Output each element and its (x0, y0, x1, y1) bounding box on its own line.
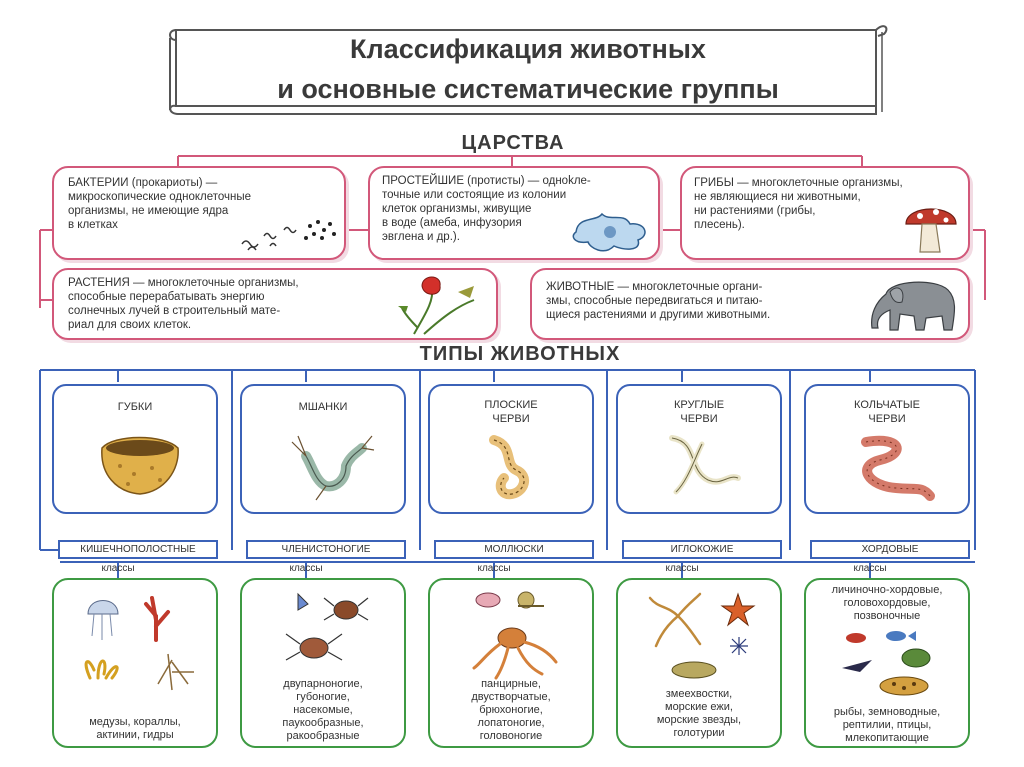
phylum-tab-molluscs: МОЛЛЮСКИ (434, 540, 594, 559)
flatworm-illustration (474, 430, 554, 510)
class-text-line: млекопитающие (806, 732, 968, 745)
class-text-line: личиночно-хордовые, (806, 584, 968, 597)
type-label: ЧЕРВИ (806, 412, 968, 426)
protists-text-line: ПРОСТЕЙШИЕ (протисты) — одноkле- (382, 174, 591, 188)
class-text-line: губоногие, (242, 691, 404, 704)
class-box-arthropods: двупарноногие, губоногие, насекомые, пау… (240, 578, 406, 748)
class-text-line: морские звезды, (618, 714, 780, 727)
class-box-chordates: личиночно-хордовые, головохордовые, позв… (804, 578, 970, 748)
type-box-sponges: ГУБКИ (52, 384, 218, 514)
phylum-tab-cnidarians: КИШЕЧНОПОЛОСТНЫЕ (58, 540, 218, 559)
classes-label: классы (840, 563, 900, 574)
molluscs-illustration (460, 584, 570, 684)
type-box-bryozoans: МШАНКИ (240, 384, 406, 514)
class-text-line: рептилии, птицы, (806, 719, 968, 732)
roundworm-illustration (658, 430, 748, 506)
plants-text-line: солнечных лучей в строительный мате- (68, 304, 299, 318)
bacteria-text-line: организмы, не имеющие ядра (68, 204, 251, 218)
classes-label: классы (88, 563, 148, 574)
classes-label: классы (276, 563, 336, 574)
class-box-molluscs: панцирные, двустворчатые, брюхоногие, ло… (428, 578, 594, 748)
plants-text-line: способные перерабатывать энергию (68, 290, 299, 304)
cnidarians-illustration (72, 590, 202, 700)
kingdom-box-protists: ПРОСТЕЙШИЕ (протисты) — одноkле- точные … (368, 166, 660, 260)
classes-label: классы (652, 563, 712, 574)
protists-text-line: в воде (амеба, инфузория (382, 216, 591, 230)
arthropods-illustration (278, 584, 378, 674)
type-label: ЧЕРВИ (430, 412, 592, 426)
animals-text-line: змы, способные передвигаться и питаю- (546, 294, 770, 308)
class-text-line: двустворчатые, (430, 691, 592, 704)
class-box-echinoderms: змеехвостки, морские ежи, морские звезды… (616, 578, 782, 748)
type-box-annelids: КОЛЬЧАТЫЕ ЧЕРВИ (804, 384, 970, 514)
type-box-flatworms: ПЛОСКИЕ ЧЕРВИ (428, 384, 594, 514)
class-text-line: ракообразные (242, 730, 404, 743)
protists-text-line: эвглена и др.). (382, 230, 591, 244)
bacteria-text-line: в клетках (68, 218, 251, 232)
class-text-line: паукообразные, (242, 717, 404, 730)
chordates-illustration (834, 626, 954, 704)
type-box-roundworms: КРУГЛЫЕ ЧЕРВИ (616, 384, 782, 514)
class-text-line: голотурии (618, 727, 780, 740)
class-text-line: панцирные, (430, 678, 592, 691)
phylum-tab-arthropods: ЧЛЕНИСТОНОГИЕ (246, 540, 406, 559)
kingdom-box-bacteria: БАКТЕРИИ (прокариоты) — микроскопические… (52, 166, 346, 260)
class-text-line: двупарноногие, (242, 678, 404, 691)
class-text-line: насекомые, (242, 704, 404, 717)
earthworm-illustration (846, 430, 946, 506)
class-text-line: головохордовые, (806, 597, 968, 610)
sponge-illustration (94, 430, 184, 500)
class-text-line: змеехвостки, (618, 688, 780, 701)
protists-text-line: клеток организмы, живущие (382, 202, 591, 216)
class-text-line: брюхоногие, (430, 704, 592, 717)
fungi-text-line: ни растениями (грибы, (694, 204, 903, 218)
type-label: ГУБКИ (54, 400, 216, 414)
kingdom-box-fungi: ГРИБЫ — многоклеточные организмы, не явл… (680, 166, 970, 260)
protists-text-line: точные или состоящие из колонии (382, 188, 591, 202)
elephant-illustration (866, 274, 966, 336)
type-label: КРУГЛЫЕ (618, 398, 780, 412)
class-text-line: лопатоногие, (430, 717, 592, 730)
fungi-text-line: ГРИБЫ — многоклеточные организмы, (694, 176, 903, 190)
bryozoan-illustration (276, 426, 376, 506)
plants-text-line: риал для своих клеток. (68, 318, 299, 332)
class-text-line: головоногие (430, 730, 592, 743)
bacteria-text-line: БАКТЕРИИ (прокариоты) — (68, 176, 251, 190)
echinoderms-illustration (638, 586, 768, 686)
bacteria-illustration (234, 210, 344, 256)
type-label: МШАНКИ (242, 400, 404, 414)
fungi-text-line: не являющиеся ни животными, (694, 190, 903, 204)
phylum-tab-chordates: ХОРДОВЫЕ (810, 540, 970, 559)
flower-illustration (394, 272, 494, 338)
type-label: ЧЕРВИ (618, 412, 780, 426)
phylum-tab-echinoderms: ИГЛОКОЖИЕ (622, 540, 782, 559)
kingdom-box-animals: ЖИВОТНЫЕ — многоклеточные органи- змы, с… (530, 268, 970, 340)
class-box-cnidarians: медузы, кораллы, актинии, гидры (52, 578, 218, 748)
type-label: ПЛОСКИЕ (430, 398, 592, 412)
class-text-line: рыбы, земноводные, (806, 706, 968, 719)
types-heading: ТИПЫ ЖИВОТНЫХ (390, 343, 650, 366)
bacteria-text-line: микроскопические одноклеточные (68, 190, 251, 204)
mushroom-illustration (900, 198, 964, 258)
classes-label: классы (464, 563, 524, 574)
animals-text-line: ЖИВОТНЫЕ — многоклеточные органи- (546, 280, 770, 294)
class-text-line: позвоночные (806, 610, 968, 623)
kingdom-box-plants: РАСТЕНИЯ — многоклеточные организмы, спо… (52, 268, 498, 340)
plants-text-line: РАСТЕНИЯ — многоклеточные организмы, (68, 276, 299, 290)
class-text-line: медузы, кораллы, (54, 716, 216, 729)
amoeba-illustration (566, 208, 656, 256)
animals-text-line: щиеся растениями и другими животными. (546, 308, 770, 322)
type-label: КОЛЬЧАТЫЕ (806, 398, 968, 412)
fungi-text-line: плесень). (694, 218, 903, 232)
class-text-line: актинии, гидры (54, 729, 216, 742)
class-text-line: морские ежи, (618, 701, 780, 714)
